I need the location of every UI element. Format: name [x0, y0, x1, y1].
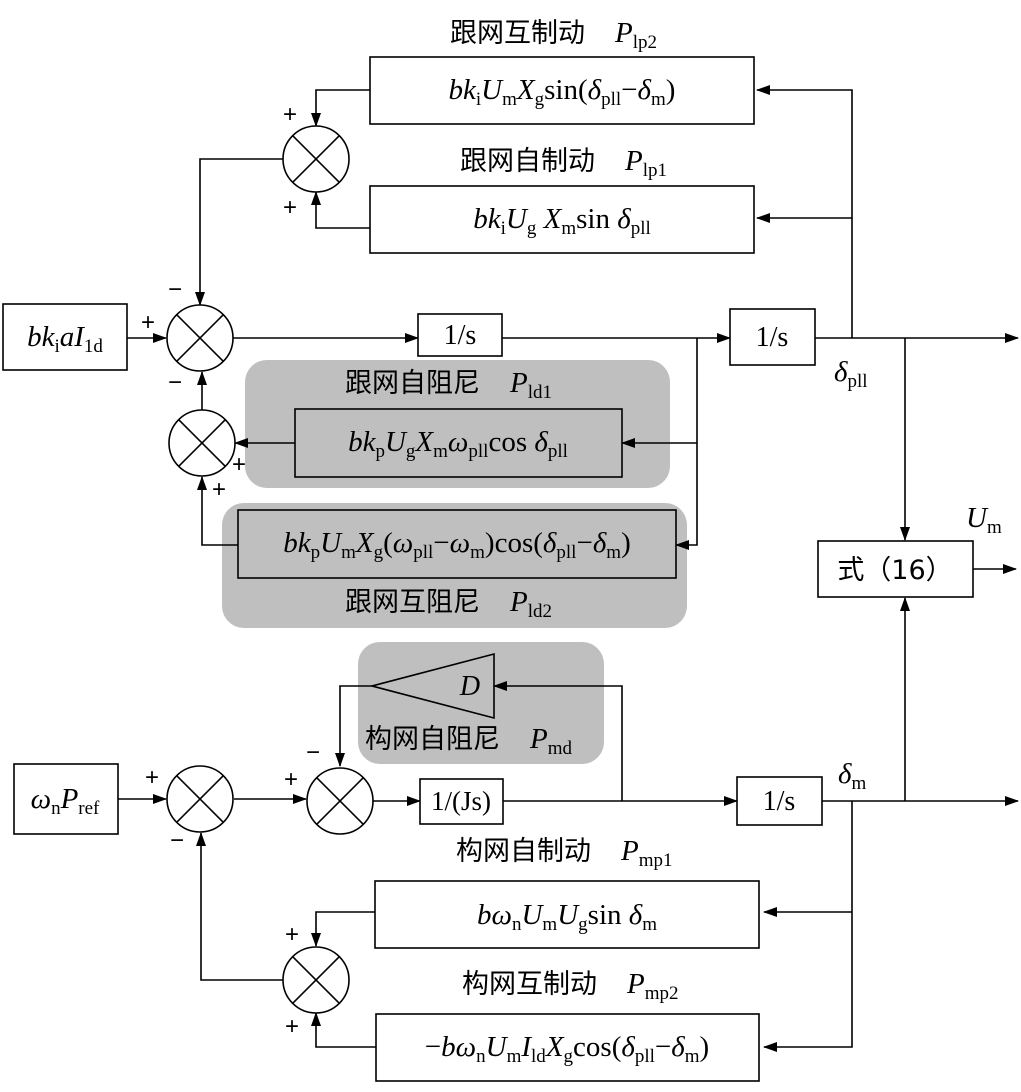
- svg-text:Plp1: Plp1: [624, 145, 667, 181]
- svg-text:bkiUg Xmsin δpll: bkiUg Xmsin δpll: [473, 203, 651, 239]
- subscript: md: [548, 738, 573, 759]
- inertia-label: 1/(Js): [431, 786, 491, 816]
- block-grid-following-mutual-sync: bkiUmXgsin(δpll−δm): [369, 56, 755, 125]
- sign-plus: +: [141, 309, 155, 336]
- subscript: ld1: [528, 382, 552, 403]
- block-grid-following-self-sync: bkiUg Xmsin δpll: [369, 185, 755, 254]
- block-equation-16: 式（16）: [817, 540, 974, 598]
- subscript: mp1: [639, 850, 673, 871]
- signal-delta-pll: δpll: [834, 356, 868, 392]
- shade-grid-following-mutual-damping: [222, 503, 687, 628]
- subscript: lp2: [633, 32, 657, 53]
- sum-junction-gfm-damping: [306, 767, 374, 835]
- integrator-label: 1/s: [756, 322, 789, 353]
- svg-text:bkpUgXmωpllcos δpll: bkpUgXmωpllcos δpll: [348, 426, 568, 462]
- svg-text:Pld1: Pld1: [509, 367, 552, 403]
- signal-delta-m: δm: [838, 758, 866, 794]
- svg-text:Pmd: Pmd: [529, 723, 572, 759]
- svg-text:bkpUmXg(ωpll−ωm)cos(δpll−δm): bkpUmXg(ωpll−ωm)cos(δpll−δm): [283, 527, 631, 563]
- title-grid-following-self-sync: 跟网自制动 Plp1: [460, 145, 667, 181]
- title-grid-following-mutual-damping: 跟网互阻尼 Pld2: [345, 586, 552, 622]
- block-integrator-1: 1/s: [417, 313, 503, 357]
- shade-grid-following-self-damping: [245, 360, 670, 488]
- subscript: mp2: [645, 983, 679, 1004]
- svg-text:−bωnUmIldXgcos(δpll−δm): −bωnUmIldXgcos(δpll−δm): [425, 1031, 709, 1067]
- svg-text:Pmp1: Pmp1: [620, 835, 673, 871]
- svg-text:bωnUmUgsin δm: bωnUmUgsin δm: [477, 899, 657, 935]
- title-text: 跟网自制动: [460, 146, 595, 177]
- block-gain-d: D: [368, 652, 495, 720]
- block-grid-following-mutual-damping: bkpUmXg(ωpll−ωm)cos(δpll−δm): [237, 509, 677, 579]
- svg-text:ωnPref: ωnPref: [31, 783, 100, 819]
- sign-minus: −: [306, 739, 320, 766]
- sum-junction-main: [166, 304, 234, 372]
- svg-text:Plp2: Plp2: [614, 17, 657, 53]
- sign-minus: −: [168, 369, 182, 396]
- signal-um: Um: [966, 502, 1002, 538]
- title-grid-forming-mutual-sync: 构网互制动 Pmp2: [462, 968, 679, 1004]
- sum-junction-gfm-sync: [282, 946, 350, 1014]
- block-integrator-2: 1/s: [729, 308, 816, 366]
- title-grid-forming-self-damping: 构网自阻尼 Pmd: [365, 723, 572, 759]
- svg-text:Pld2: Pld2: [509, 586, 552, 622]
- block-grid-forming-mutual-sync: −bωnUmIldXgcos(δpll−δm): [375, 1013, 760, 1082]
- sign-minus: −: [168, 276, 182, 303]
- sign-plus: +: [285, 921, 299, 948]
- title-text: 跟网自阻尼: [345, 368, 480, 399]
- svg-text:bkiaI1d: bkiaI1d: [27, 321, 103, 357]
- block-integrator-3: 1/s: [736, 776, 823, 826]
- subscript: ld2: [528, 601, 552, 622]
- integrator-label: 1/s: [763, 786, 796, 817]
- gain-d-label: D: [459, 671, 480, 702]
- sign-plus: +: [284, 766, 298, 793]
- block-inertia: 1/(Js): [419, 778, 504, 825]
- title-grid-forming-self-sync: 构网自制动 Pmp1: [456, 835, 673, 871]
- sign-plus: +: [283, 194, 297, 221]
- sign-plus: +: [212, 476, 226, 503]
- sign-plus: +: [232, 451, 246, 478]
- title-text: 构网自制动: [456, 836, 591, 867]
- svg-text:Pmp2: Pmp2: [626, 968, 679, 1004]
- sign-plus: +: [283, 101, 297, 128]
- sign-plus: +: [145, 764, 159, 791]
- title-grid-following-mutual-sync: 跟网互制动 Plp2: [450, 17, 657, 53]
- sum-junction-top: [282, 125, 350, 193]
- block-grid-following-self-damping: bkpUgXmωpllcos δpll: [294, 408, 623, 478]
- title-text: 跟网互阻尼: [345, 587, 480, 618]
- sum-junction-input-gfm: [166, 765, 234, 833]
- title-text: 跟网互制动: [450, 18, 585, 49]
- title-text: 构网互制动: [462, 969, 597, 1000]
- sum-junction-damping: [168, 409, 236, 477]
- title-grid-following-self-damping: 跟网自阻尼 Pld1: [345, 367, 552, 403]
- block-power-reference: ωnPref: [13, 763, 119, 835]
- block-input-current: bkiaI1d: [2, 303, 128, 371]
- block-grid-forming-self-sync: bωnUmUgsin δm: [374, 880, 760, 949]
- sign-plus: +: [285, 1013, 299, 1040]
- shade-grid-forming-self-damping: [358, 642, 604, 764]
- title-text: 构网自阻尼: [365, 724, 500, 755]
- subscript: lp1: [643, 160, 667, 181]
- sign-minus: −: [170, 827, 184, 854]
- svg-text:bkiUmXgsin(δpll−δm): bkiUmXgsin(δpll−δm): [449, 74, 676, 110]
- equation-16-label: 式（16）: [837, 555, 952, 586]
- integrator-label: 1/s: [444, 320, 477, 351]
